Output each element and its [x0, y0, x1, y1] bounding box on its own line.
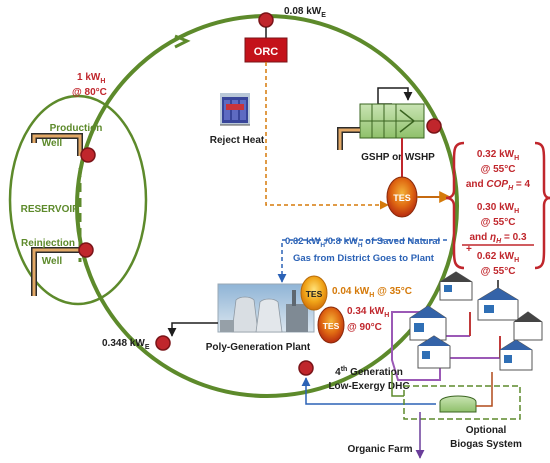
output-2-eta: and ηH = 0.3 [469, 232, 526, 245]
reject-heat-label: Reject Heat [210, 135, 265, 146]
reservoir-ellipse [8, 94, 148, 306]
plant-image [217, 283, 315, 333]
biogas-label-2: Biogas System [450, 439, 522, 450]
power-plant-label: 0.348 kWE [102, 338, 150, 351]
tes-low-value: 0.04 kWH @ 35°C [332, 286, 412, 299]
node-top [258, 12, 274, 28]
tes-high-label: TES [323, 321, 340, 331]
dhc-label-1: 4th Generation [335, 366, 403, 378]
plant-to-node-arrow [167, 322, 218, 337]
output-1-temp: @ 55°C [481, 164, 516, 175]
dhc-label-2: Low-Exergy DHC [328, 381, 409, 392]
output-2-value: 0.30 kWH [477, 202, 519, 215]
node-reinjection [78, 242, 94, 258]
production-well-label-2: Well [42, 138, 63, 149]
total-value: 0.62 kWH [477, 251, 519, 264]
plus-sign: + [466, 244, 472, 255]
tes-upper-label: TES [393, 193, 411, 203]
node-production [80, 147, 96, 163]
plant-label: Poly-Generation Plant [206, 342, 311, 353]
tes-low [300, 275, 328, 311]
gas-dashed-line [282, 239, 447, 282]
organic-farm-label: Organic Farm [347, 444, 412, 455]
biogas-return-line [301, 377, 436, 405]
total-temp: @ 55°C [481, 266, 516, 277]
dhc-houses-image [391, 271, 543, 381]
output-brace-right [534, 141, 550, 200]
reservoir-label: RESERVOIR [21, 204, 80, 215]
output-1-value: 0.32 kWH [477, 149, 519, 162]
power-top-label: 0.08 kWE [284, 6, 326, 19]
heat-in-temp: @ 80°C [72, 87, 107, 98]
output-2-temp: @ 55°C [481, 217, 516, 228]
biogas-tank [439, 395, 477, 413]
loop-direction-arrow [174, 34, 191, 49]
tes-low-label: TES [306, 289, 323, 299]
gas-label-line-1: 0.62 kWH/0.8 kWH of Saved Natural [285, 236, 440, 249]
production-well-label-1: Production [50, 123, 103, 134]
output-brace [445, 141, 465, 270]
tes-high-value: 0.34 kWH [347, 306, 389, 319]
orc-label: ORC [254, 46, 279, 58]
node-heat-pump [426, 118, 442, 134]
heat-pump-feed [377, 87, 413, 105]
heat-pump-pipe [337, 127, 360, 150]
biogas-label-1: Optional [466, 425, 507, 436]
gas-label-line-2: Gas from District Goes to Plant [293, 253, 435, 264]
reinjection-well-label-1: Reinjection [21, 238, 75, 249]
tes-high [317, 306, 345, 344]
orc-box [244, 37, 288, 63]
output-1-cop: and COPH = 4 [466, 179, 531, 192]
node-plant-right [298, 360, 314, 376]
tes-high-temp: @ 90°C [347, 322, 382, 333]
node-plant-left [155, 335, 171, 351]
heat-pump-label: GSHP or WSHP [361, 152, 435, 163]
biogas-dashed-box [403, 385, 521, 420]
reject-heat-line [265, 62, 389, 210]
reinjection-well-label-2: Well [42, 256, 63, 267]
heat-in-label: 1 kWH [77, 72, 105, 85]
cooling-tower-image [220, 93, 250, 126]
